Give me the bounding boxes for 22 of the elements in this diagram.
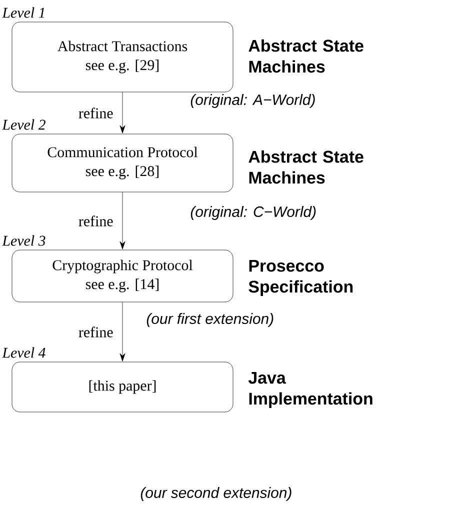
- edge-label: refine: [78, 216, 113, 226]
- edge-label: refine: [78, 108, 113, 118]
- level-heading: Level 4: [2, 347, 46, 358]
- process-box: Cryptographic Protocol see e.g. [14]: [12, 250, 234, 302]
- level-heading: Level 2: [2, 119, 46, 130]
- arrow: [120, 92, 126, 134]
- process-box: [this paper]: [12, 362, 234, 412]
- note-text: (original: C−World): [190, 206, 316, 220]
- note-text: (our first extension): [146, 313, 274, 327]
- arrow: [120, 302, 126, 362]
- note-text: (original: A−World): [190, 94, 315, 108]
- system-label: Prosecco Specification: [248, 260, 353, 296]
- system-label: Abstract State Machines: [248, 39, 364, 73]
- system-label: Abstract State Machines: [248, 150, 364, 184]
- level-heading: Level 3: [2, 235, 46, 246]
- level-heading: Level 1: [2, 7, 44, 18]
- arrow: [120, 192, 126, 250]
- note-text: (our second extension): [140, 487, 292, 501]
- process-box: Communication Protocol see e.g. [28]: [12, 134, 234, 192]
- system-label: Java Implementation: [248, 372, 372, 408]
- edge-label: refine: [78, 326, 113, 338]
- process-box: Abstract Transactions see e.g. [29]: [12, 22, 234, 92]
